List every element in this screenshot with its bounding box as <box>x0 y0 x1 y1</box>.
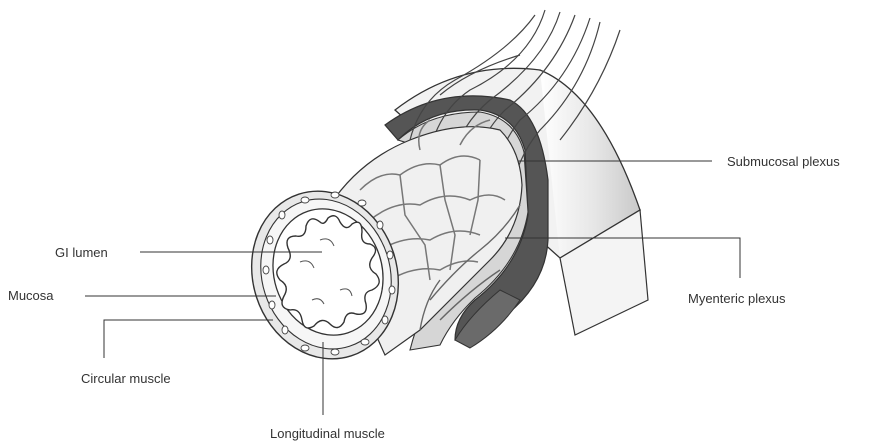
label-mucosa: Mucosa <box>8 288 54 303</box>
label-submucosal-plexus: Submucosal plexus <box>727 154 840 169</box>
label-gi-lumen: GI lumen <box>55 245 108 260</box>
label-myenteric-plexus: Myenteric plexus <box>688 291 786 306</box>
leader-circular-muscle <box>104 320 273 358</box>
label-circular-muscle: Circular muscle <box>81 371 171 386</box>
label-longitudinal-muscle: Longitudinal muscle <box>270 426 385 441</box>
